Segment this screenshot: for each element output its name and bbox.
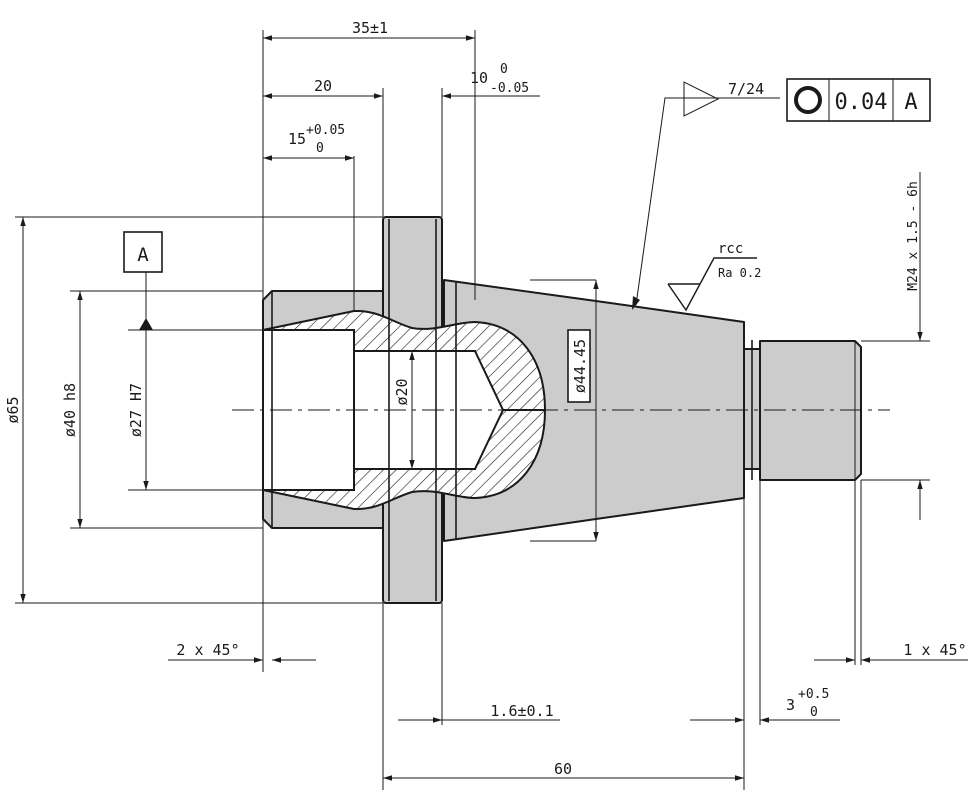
dim-flange-thk: 1.6±0.1 [490, 702, 553, 720]
datum-a: A [123, 231, 163, 330]
dim-thread: M24 x 1.5 - 6h [906, 181, 921, 291]
dim-10-upper: 0 [500, 62, 508, 77]
circularity-icon [794, 86, 822, 114]
taper-callout: 7/24 [632, 80, 780, 310]
dim-dia-27: ø27 H7 [127, 383, 145, 437]
dim-dia-65: ø65 [4, 396, 22, 423]
surface-process: rcc [718, 241, 743, 257]
tolerance-value: 0.04 [835, 90, 888, 115]
dim-15-nominal: 15 [288, 130, 306, 148]
dim-15-upper: +0.05 [306, 123, 345, 138]
tolerance-frame: 0.04 A [786, 78, 931, 122]
dim-60: 60 [554, 760, 572, 778]
dim-15-lower: 0 [316, 141, 324, 156]
surface-roughness: Ra 0.2 [718, 266, 761, 280]
surface-finish-symbol: rcc Ra 0.2 [667, 241, 761, 312]
dim-10-nominal: 10 [470, 69, 488, 87]
dimension-text: 35±1 20 10 0 -0.05 15 +0.05 0 ø65 ø40 h8… [4, 19, 967, 778]
dimension-lines [15, 30, 968, 790]
taper-ratio: 7/24 [728, 80, 764, 98]
dim-10-lower: -0.05 [490, 81, 529, 96]
dim-chamfer-right: 1 x 45° [903, 641, 966, 659]
dim-dia-40: ø40 h8 [61, 383, 79, 437]
dim-3-lower: 0 [810, 705, 818, 720]
datum-letter: A [137, 244, 149, 266]
dim-3-upper: +0.5 [798, 687, 829, 702]
dim-dia-44: ø44.45 [571, 339, 589, 393]
part-body [232, 216, 890, 604]
dim-20: 20 [314, 77, 332, 95]
dim-35: 35±1 [352, 19, 388, 37]
tolerance-datum: A [904, 90, 917, 115]
dim-chamfer-left: 2 x 45° [176, 641, 239, 659]
dim-dia-20: ø20 [393, 378, 411, 405]
dim-3-nominal: 3 [786, 696, 795, 714]
